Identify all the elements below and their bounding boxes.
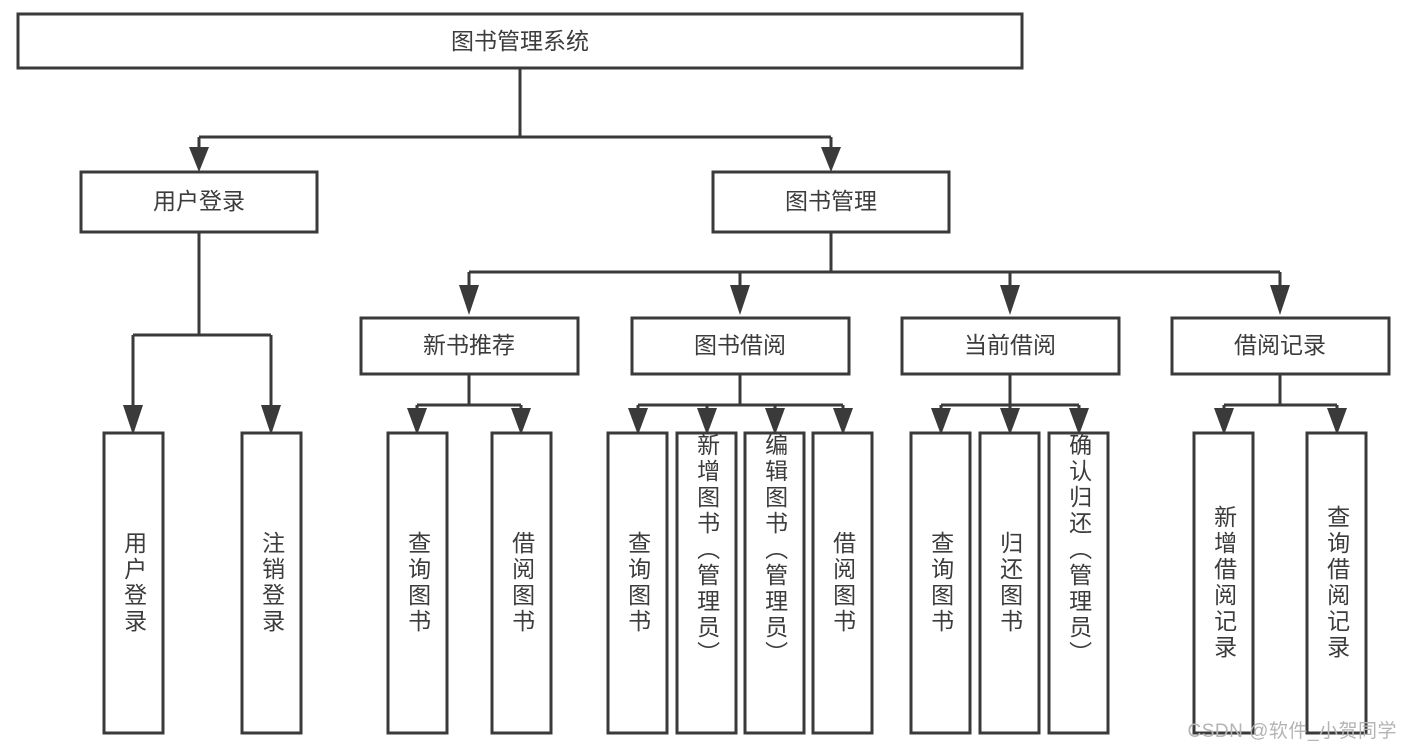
node-user-login[interactable]: 用户登录 (79, 170, 319, 234)
node-current-borrow-label: 当前借阅 (964, 332, 1056, 358)
node-root[interactable]: 图书管理系统 (16, 12, 1024, 70)
leaf-node-currentborrow-confirm[interactable] (1047, 431, 1110, 735)
leaf-node-borrowrecord-add[interactable] (1192, 431, 1255, 735)
node-new-book-recommend[interactable]: 新书推荐 (359, 316, 580, 376)
node-current-borrow[interactable]: 当前借阅 (900, 316, 1121, 376)
node-book-management-label: 图书管理 (785, 188, 877, 214)
node-book-borrow-label: 图书借阅 (694, 332, 786, 358)
node-borrow-record[interactable]: 借阅记录 (1170, 316, 1391, 376)
node-root-label: 图书管理系统 (451, 28, 589, 54)
leaf-node-borrowrecord-query[interactable] (1305, 431, 1368, 735)
connector-userlogin-to-leaves (123, 232, 281, 435)
node-new-book-recommend-label: 新书推荐 (423, 332, 515, 358)
connector-borrowrecord-to-leaves (1214, 374, 1347, 435)
connector-bookmgmt-to-level2 (459, 232, 1290, 315)
connector-newbook-to-leaves (407, 374, 531, 435)
node-book-management[interactable]: 图书管理 (711, 170, 951, 234)
csdn-watermark: CSDN @软件_小贺同学 (1187, 721, 1397, 742)
leaf-node-newbook-borrow[interactable] (490, 431, 553, 735)
leaf-node-currentborrow-query[interactable] (909, 431, 972, 735)
leaf-node-newbook-query[interactable] (386, 431, 449, 735)
leaf-node-bookborrow-borrow[interactable] (811, 431, 874, 735)
leaf-node-bookborrow-query[interactable] (606, 431, 669, 735)
leaf-node-currentborrow-return[interactable] (978, 431, 1041, 735)
node-book-borrow[interactable]: 图书借阅 (630, 316, 851, 376)
leaf-node-user-login-logout[interactable] (240, 431, 303, 735)
node-borrow-record-label: 借阅记录 (1234, 332, 1326, 358)
connector-currentborrow-to-leaves (931, 374, 1089, 435)
leaf-node-bookborrow-edit[interactable] (743, 431, 806, 735)
connector-root-to-level1 (189, 68, 841, 172)
node-user-login-label: 用户登录 (153, 188, 245, 214)
connector-bookborrow-to-leaves (628, 374, 853, 435)
leaf-node-bookborrow-add[interactable] (675, 431, 738, 735)
leaf-node-user-login-login[interactable] (102, 431, 165, 735)
